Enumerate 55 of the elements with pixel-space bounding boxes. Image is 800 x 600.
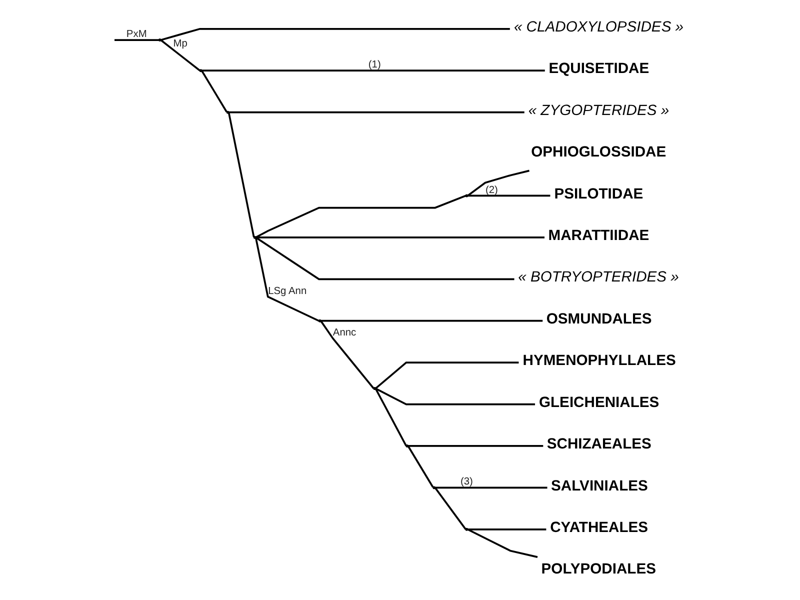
edge-label: PxM — [126, 29, 146, 40]
node-point — [405, 444, 408, 448]
edge-label: (3) — [460, 476, 472, 488]
node-point — [464, 528, 468, 531]
node-text: « ZYGOPTERIDES » — [528, 102, 669, 119]
node-text: POLYPODIALES — [540, 562, 656, 578]
node-text: HYMENOPHYLLALES — [522, 353, 676, 370]
node-text: SCHIZAEALES — [546, 436, 651, 453]
connector — [200, 70, 227, 112]
node-point — [252, 236, 256, 239]
node-text: CYATHEALES — [550, 520, 648, 536]
node-text: « BOTRYOPTERIDES » — [518, 270, 678, 286]
node-text: SALVINIALES — [550, 478, 648, 494]
node-text: PSILOTIDAE — [554, 186, 643, 202]
node-point — [432, 486, 436, 490]
node-point — [464, 194, 468, 198]
connector — [434, 487, 466, 530]
connector — [160, 39, 200, 72]
connector — [227, 112, 254, 238]
node-point — [226, 110, 229, 114]
connector — [408, 445, 543, 447]
connector — [434, 486, 547, 489]
node-point — [198, 69, 202, 72]
connector — [374, 362, 518, 390]
connector — [467, 194, 550, 197]
connector — [254, 236, 514, 280]
node-point — [158, 38, 161, 42]
connector — [320, 320, 542, 322]
edge-label: Annc — [332, 328, 356, 338]
connector — [374, 388, 406, 446]
node-text: MARATTIIDAE — [548, 228, 649, 244]
node-text: OPHIOGLOSSIDAE — [530, 144, 666, 161]
connector — [466, 528, 538, 558]
connector — [228, 111, 524, 114]
edge-label: (1) — [368, 60, 380, 71]
edge-label: LSg Ann — [268, 286, 306, 297]
connector — [254, 194, 466, 238]
edge-label: (2) — [484, 184, 498, 196]
connector — [160, 28, 510, 41]
node-point — [318, 319, 321, 322]
connector — [406, 446, 434, 488]
connector — [202, 70, 544, 72]
edge-label: Mp — [172, 38, 187, 50]
connector — [254, 238, 319, 322]
node-text: « CLADOXYLOPSIDES » — [513, 19, 684, 36]
node-text: GLEICHENIALES — [538, 394, 659, 411]
connector — [374, 388, 535, 406]
node-point — [372, 387, 376, 390]
connector — [255, 236, 544, 238]
connector — [320, 320, 374, 389]
connector — [467, 528, 546, 530]
connector — [466, 170, 529, 196]
node-text: EQUISETIDAE — [548, 61, 649, 78]
node-text: OSMUNDALES — [546, 311, 652, 328]
connector — [114, 39, 158, 41]
